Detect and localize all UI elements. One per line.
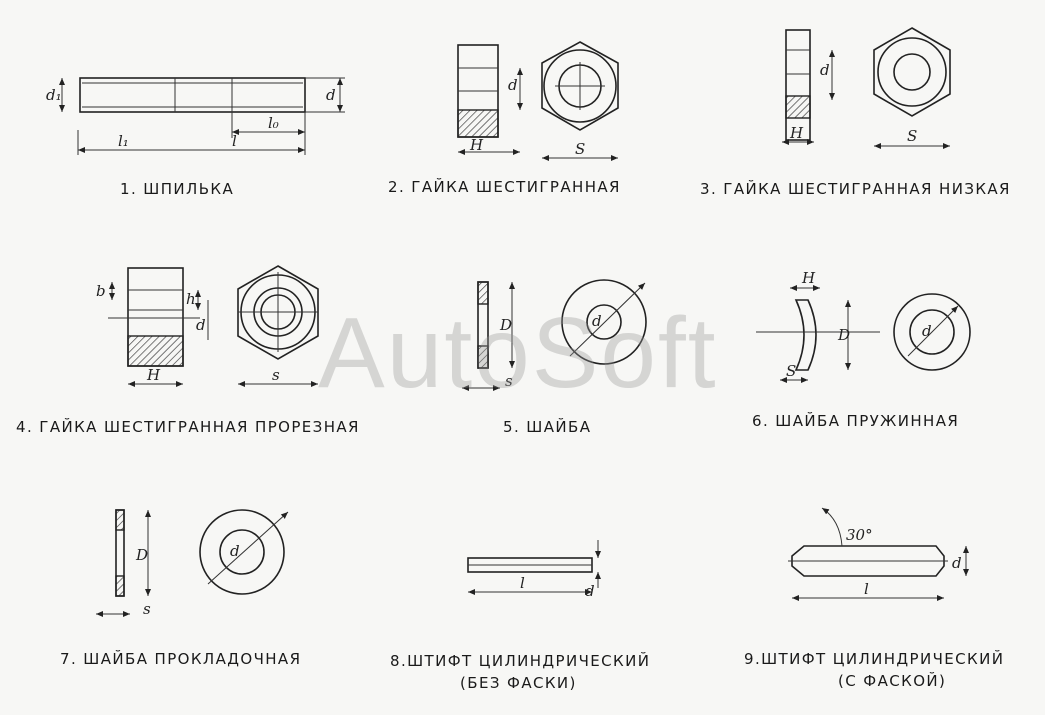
b-label: b xyxy=(96,282,106,300)
d-label: d xyxy=(196,316,206,334)
S-label: s xyxy=(505,372,513,390)
H-label: H xyxy=(146,366,161,384)
d-label: d xyxy=(508,76,518,94)
l-label: l xyxy=(520,574,525,592)
H-label: H xyxy=(469,136,484,154)
S-label: S xyxy=(786,362,796,380)
S-label: S xyxy=(575,140,585,158)
d-label: d xyxy=(592,312,602,330)
cylindrical-pin-drawing: l d xyxy=(467,540,601,600)
S-label: s xyxy=(272,366,280,384)
d-label: d xyxy=(922,322,932,340)
d-label: d xyxy=(585,582,595,600)
gasket-washer-drawing: D s d xyxy=(96,509,289,618)
d-label: d xyxy=(820,61,830,79)
D-label: D xyxy=(499,316,512,334)
h-label: h xyxy=(186,290,196,308)
d1-label: d₁ xyxy=(46,86,62,104)
d-label: d xyxy=(230,542,240,560)
caption-cyl-pin-line1: 8.ШТИФТ ЦИЛИНДРИЧЕСКИЙ xyxy=(390,652,651,670)
H-label: H xyxy=(789,124,804,142)
caption-washer: 5. ШАЙБА xyxy=(503,418,592,436)
caption-chamfered-pin-line1: 9.ШТИФТ ЦИЛИНДРИЧЕСКИЙ xyxy=(744,650,1005,668)
H-label: H xyxy=(801,269,816,287)
caption-gasket-washer: 7. ШАЙБА ПРОКЛАДОЧНАЯ xyxy=(60,650,302,668)
d-label: d xyxy=(326,86,336,104)
caption-spring-washer: 6. ШАЙБА ПРУЖИННАЯ xyxy=(752,412,960,430)
slotted-hex-nut-drawing: b h d H s xyxy=(96,265,319,387)
D-label: D xyxy=(135,546,148,564)
l1-label: l₁ xyxy=(118,132,129,150)
caption-chamfered-pin-line2: (С ФАСКОЙ) xyxy=(838,672,947,690)
l0-label: l₀ xyxy=(268,114,279,132)
S-label: s xyxy=(143,600,151,618)
low-hex-nut-drawing: H d S xyxy=(782,27,951,149)
caption-stud: 1. ШПИЛЬКА xyxy=(120,180,235,198)
stud-drawing: d₁ d l₁ l l₀ xyxy=(46,77,345,155)
caption-low-hex-nut: 3. ГАЙКА ШЕСТИГРАННАЯ НИЗКАЯ xyxy=(700,180,1011,198)
d-label: d xyxy=(952,554,962,572)
angle-label: 30° xyxy=(846,526,873,544)
S-label: S xyxy=(907,127,917,145)
caption-slotted-hex-nut: 4. ГАЙКА ШЕСТИГРАННАЯ ПРОРЕЗНАЯ xyxy=(16,418,360,436)
caption-cyl-pin-line2: (БЕЗ ФАСКИ) xyxy=(460,674,577,692)
spring-washer-drawing: H S D d xyxy=(756,269,971,383)
chamfered-pin-drawing: 30° l d xyxy=(788,507,969,601)
l-label: l xyxy=(232,132,237,150)
washer-drawing: D s d xyxy=(462,279,647,391)
caption-hex-nut: 2. ГАЙКА ШЕСТИГРАННАЯ xyxy=(388,178,621,196)
l-label: l xyxy=(864,580,869,598)
D-label: D xyxy=(837,326,850,344)
hex-nut-drawing: H d S xyxy=(457,41,619,161)
